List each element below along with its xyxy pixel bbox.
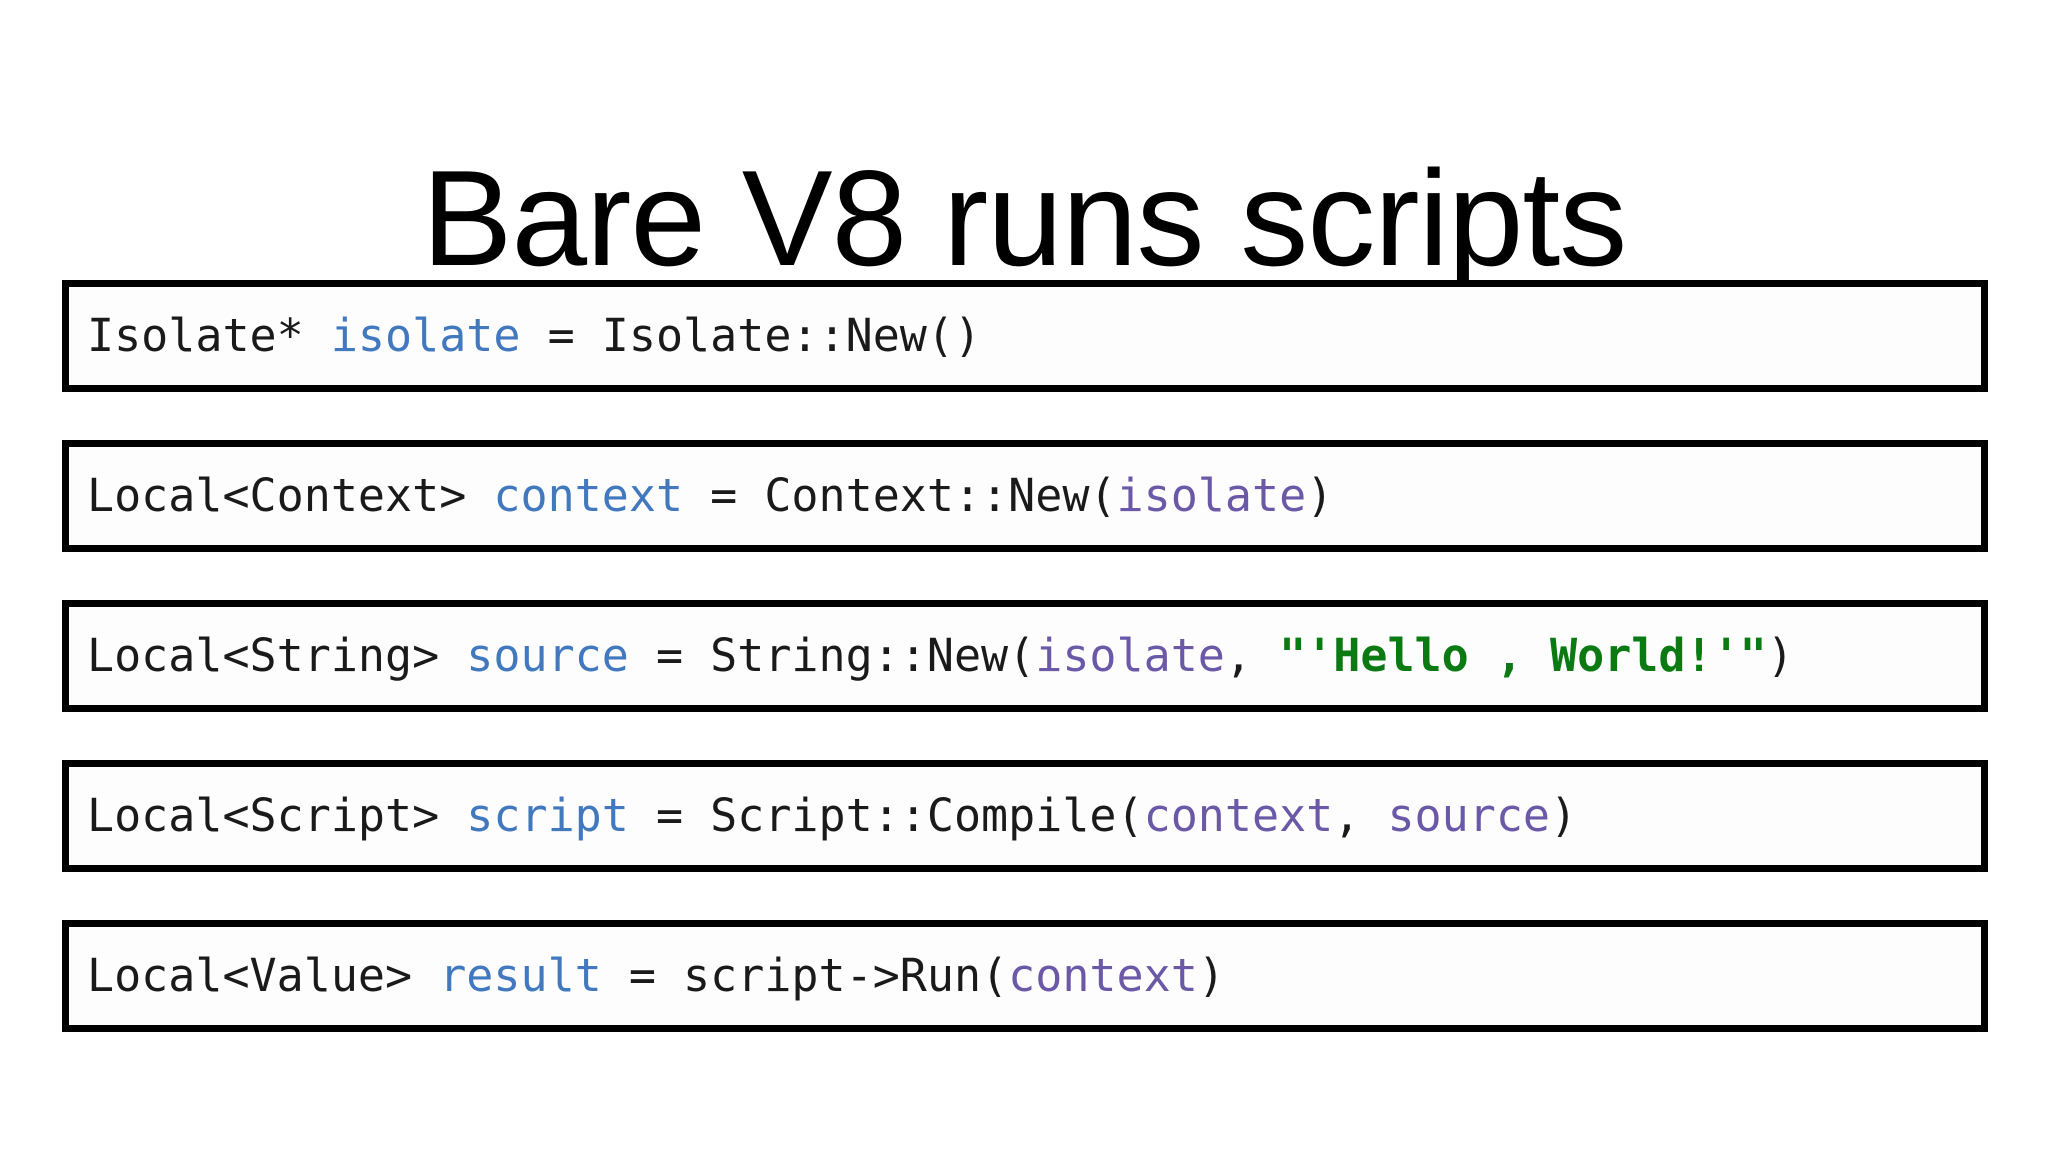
code-token-arg: isolate <box>1116 469 1307 522</box>
code-token-plain: , <box>1224 629 1280 682</box>
code-token-string: "'Hello , World!'" <box>1279 629 1767 682</box>
code-token-decl: isolate <box>330 309 521 362</box>
code-token-plain: = String::New( <box>628 629 1036 682</box>
code-line: Local<String> source = String::New(isola… <box>69 630 1794 682</box>
code-token-plain: ) <box>1306 469 1334 522</box>
code-token-plain: ) <box>1550 789 1578 842</box>
code-token-plain: = script->Run( <box>601 949 1009 1002</box>
code-token-plain: Isolate* <box>87 309 331 362</box>
code-token-plain: Local<Value> <box>87 949 440 1002</box>
code-box: Isolate* isolate = Isolate::New() <box>62 280 1988 392</box>
code-token-arg: source <box>1387 789 1551 842</box>
code-token-arg: isolate <box>1035 629 1225 682</box>
page-title: Bare V8 runs scripts <box>421 142 1627 295</box>
code-box: Local<Value> result = script->Run(contex… <box>62 920 1988 1032</box>
code-token-decl: source <box>466 629 629 682</box>
code-token-decl: context <box>493 469 684 522</box>
code-token-decl: result <box>439 949 602 1002</box>
code-token-plain: , <box>1333 789 1388 842</box>
code-box: Local<Context> context = Context::New(is… <box>62 440 1988 552</box>
code-token-plain: ) <box>1766 629 1794 682</box>
code-token-plain: ) <box>1197 949 1225 1002</box>
code-line: Local<Context> context = Context::New(is… <box>69 470 1333 522</box>
code-line: Local<Script> script = Script::Compile(c… <box>69 790 1577 842</box>
code-line: Isolate* isolate = Isolate::New() <box>69 310 981 362</box>
code-token-plain: Local<Context> <box>87 469 494 522</box>
code-line: Local<Value> result = script->Run(contex… <box>69 950 1225 1002</box>
code-token-plain: Local<Script> <box>87 789 467 842</box>
code-box-list: Isolate* isolate = Isolate::New() Local<… <box>62 280 1988 1032</box>
code-token-plain: = Context::New( <box>683 469 1117 522</box>
code-box: Local<String> source = String::New(isola… <box>62 600 1988 712</box>
code-token-plain: Local<String> <box>87 629 467 682</box>
code-token-plain: = Script::Compile( <box>628 789 1144 842</box>
code-token-arg: context <box>1143 789 1334 842</box>
code-token-arg: context <box>1008 949 1198 1002</box>
code-token-decl: script <box>466 789 629 842</box>
code-token-plain: = Isolate::New() <box>520 309 982 362</box>
code-box: Local<Script> script = Script::Compile(c… <box>62 760 1988 872</box>
